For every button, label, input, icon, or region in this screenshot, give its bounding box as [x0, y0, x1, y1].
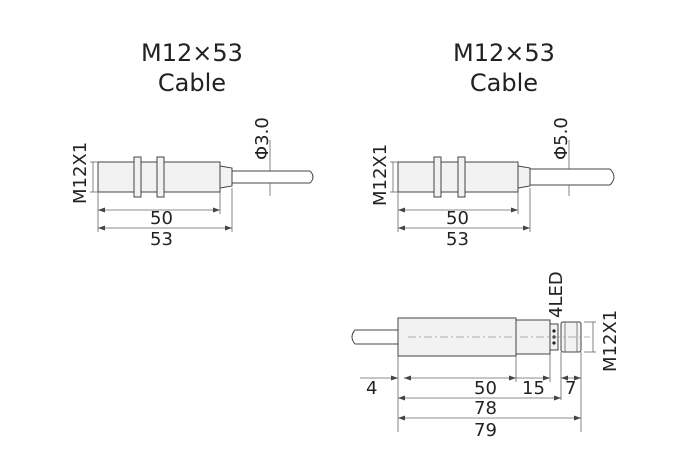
diagram-1-title-size: M12×53 — [141, 39, 243, 67]
diagram-3-dim-78-arrow-right — [554, 395, 561, 401]
diagram-1-dim-50-label: 50 — [150, 208, 173, 229]
diagram-3-dim-79-arrow-right — [574, 415, 581, 421]
diagram-3-dim-15-arrow — [543, 375, 550, 381]
diagram-1-thread-label: M12X1 — [70, 142, 91, 204]
diagram-2-thread-label: M12X1 — [370, 144, 391, 206]
diagram-1-dim-53-arrow-right — [225, 225, 232, 231]
diagram-1-dim-50-arrow-left — [98, 207, 105, 213]
diagram-2-dim-50-arrow-right — [511, 207, 518, 213]
diagram-2-title-type: Cable — [469, 69, 539, 97]
diagram-2: Φ5.0 M12X1 50 53 — [370, 117, 615, 250]
diagram-3-led-dot-1 — [552, 329, 556, 333]
diagram-3-dim-50-label: 50 — [474, 378, 497, 399]
diagram-1-cable-end — [309, 170, 314, 184]
diagram-3-dim-78-label: 78 — [474, 398, 497, 419]
diagram-1-dim-53-arrow-left — [98, 225, 105, 231]
diagram-3-cable-end — [351, 329, 356, 345]
diagram-1-nut-left — [133, 156, 142, 198]
diagram-3-led-label: 4LED — [546, 271, 567, 318]
diagram-3-dim-4-arrow — [391, 375, 398, 381]
diagram-2-title-size: M12×53 — [453, 39, 555, 67]
diagram-3-dim-79-arrow-left — [398, 415, 405, 421]
diagram-2-dim-53-label: 53 — [446, 229, 469, 250]
diagram-3-dim-50-arrow-left — [404, 375, 411, 381]
diagram-2-rear-cap — [517, 165, 531, 189]
diagram-2-dim-53-arrow-left — [398, 225, 405, 231]
diagram-3-dim-78-arrow-left — [398, 395, 405, 401]
diagram-2-nut-left — [433, 156, 442, 198]
diagram-1-dim-53-label: 53 — [150, 229, 173, 250]
diagram-1-rear-cap — [219, 165, 233, 189]
diagram-1: Φ3.0 M12X1 50 53 — [70, 117, 314, 250]
diagram-3-dim-7-label: 7 — [565, 378, 576, 399]
diagram-3-led-dot-3 — [552, 341, 556, 345]
diagram-3-thread-label: M12X1 — [600, 310, 621, 372]
diagram-3-dim-7-arrow-right — [574, 375, 581, 381]
diagram-2-cable-label: Φ5.0 — [551, 117, 572, 160]
diagram-3-dim-7-arrow-left — [561, 375, 568, 381]
diagram-1-dim-50-arrow-right — [213, 207, 220, 213]
diagram-2-dim-50-label: 50 — [446, 208, 469, 229]
diagram-1-cable-label: Φ3.0 — [252, 117, 273, 160]
diagram-1-nut-right — [156, 156, 165, 198]
diagram-2-cable-end — [609, 168, 615, 186]
diagram-3-dim-50-arrow-right — [509, 375, 516, 381]
diagram-2-dim-50-arrow-left — [398, 207, 405, 213]
diagram-3: 4LED M12X1 4 50 15 — [351, 271, 621, 441]
diagram-3-dim-79-label: 79 — [474, 420, 497, 441]
diagram-3-dim-4-label: 4 — [366, 378, 377, 399]
diagram-2-dim-53-arrow-right — [523, 225, 530, 231]
diagram-1-title-type: Cable — [157, 69, 227, 97]
diagram-2-nut-right — [457, 156, 466, 198]
diagram-3-dim-15-label: 15 — [522, 378, 545, 399]
